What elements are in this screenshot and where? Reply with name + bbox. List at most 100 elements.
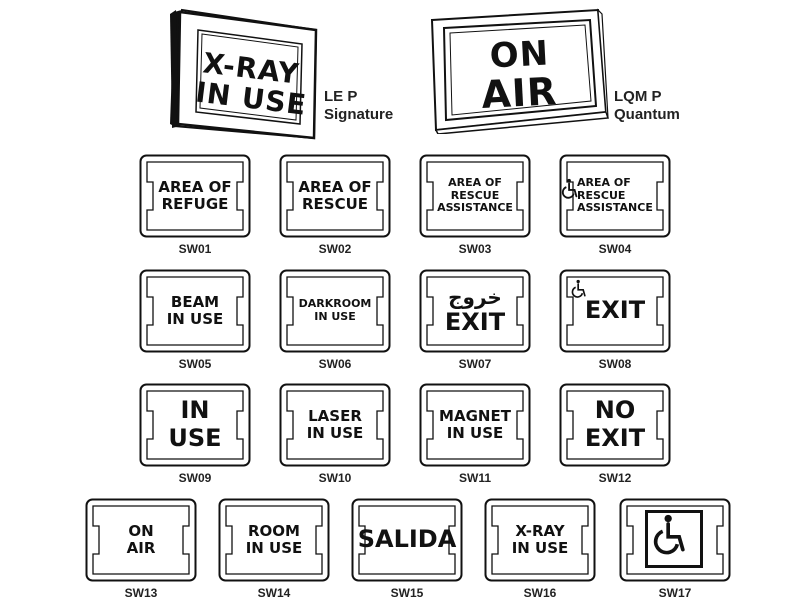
sign-code-label: SW12 bbox=[598, 471, 632, 485]
sign-frame bbox=[139, 269, 251, 353]
sign-text-line: USE bbox=[168, 424, 222, 452]
sign-text-line: IN USE bbox=[245, 539, 303, 557]
product-series: Signature bbox=[324, 106, 394, 123]
sign-frame bbox=[484, 498, 596, 582]
sign-text-line: MAGNET bbox=[439, 406, 511, 425]
sign-frame bbox=[139, 383, 251, 467]
sign-text-line: IN USE bbox=[511, 539, 569, 557]
sign-code-label: SW09 bbox=[178, 471, 212, 485]
sign-frame bbox=[279, 154, 391, 238]
sign-frame bbox=[351, 498, 463, 582]
sign-code-label: SW04 bbox=[598, 242, 632, 256]
sign-text-line: ASSISTANCE bbox=[437, 201, 513, 215]
sign-text-line: ON bbox=[128, 521, 154, 540]
sign-text-line: BEAM bbox=[170, 292, 220, 311]
sign-text-line: AIR bbox=[126, 539, 156, 557]
sign-text-line: IN USE bbox=[314, 310, 356, 323]
sign-frame bbox=[279, 269, 391, 353]
sign-text-line: ASSISTANCE bbox=[577, 201, 653, 215]
product-lqm-p: ON AIR bbox=[428, 8, 610, 135]
sign-text: EXIT bbox=[569, 279, 661, 343]
sign-frame bbox=[419, 383, 531, 467]
product-label-lqm-p: LQM P Quantum bbox=[614, 88, 680, 124]
sign-code-label: SW05 bbox=[178, 357, 212, 371]
sign-frame bbox=[419, 154, 531, 238]
lqm-p-sign-line-1: ON bbox=[489, 33, 550, 76]
sign-frame bbox=[279, 383, 391, 467]
sign-text-line: ROOM bbox=[248, 521, 300, 540]
product-series: Quantum bbox=[614, 106, 680, 123]
sign-text-line: خروج bbox=[448, 284, 502, 309]
sign-code-label: SW02 bbox=[318, 242, 352, 256]
sign-code-label: SW11 bbox=[458, 471, 491, 485]
sign-text-line: REFUGE bbox=[161, 195, 229, 213]
sign-text-line: AREA OF bbox=[158, 177, 232, 196]
sign-text-line: DARKROOM bbox=[298, 297, 372, 311]
lqm-p-sign-line-2: AIR bbox=[480, 69, 558, 117]
sign-code-label: SW03 bbox=[458, 242, 492, 256]
sign-text-line: EXIT bbox=[584, 424, 646, 452]
le-p-housing-illustration: X-RAY IN USE bbox=[170, 8, 318, 140]
sign-text-line: IN USE bbox=[166, 310, 224, 328]
sign-text-line: LASER bbox=[308, 406, 362, 425]
sign-tile-sw08: EXIT bbox=[559, 269, 671, 353]
sign-code-label: SW16 bbox=[523, 586, 557, 600]
wheelchair-icon bbox=[571, 279, 586, 298]
sign-frame bbox=[559, 154, 671, 238]
sign-text-line: AREA OF bbox=[298, 177, 372, 196]
sign-frame bbox=[559, 383, 671, 467]
sign-tile-sw17 bbox=[619, 498, 731, 582]
wheelchair-framed-icon bbox=[645, 510, 703, 568]
sign-frame bbox=[559, 269, 671, 353]
sign-code-label: SW10 bbox=[318, 471, 352, 485]
sign-text-line: NO bbox=[594, 396, 636, 425]
sign-text-line: RESCUE bbox=[450, 188, 500, 202]
sign-code-label: SW14 bbox=[257, 586, 291, 600]
sign-frame bbox=[139, 154, 251, 238]
sign-code-label: SW17 bbox=[658, 586, 692, 600]
sign-frame bbox=[419, 269, 531, 353]
lqm-p-housing-illustration: ON AIR bbox=[430, 8, 610, 135]
sign-tile-sw15: SALIDA bbox=[351, 498, 463, 582]
sign-text-line: EXIT bbox=[584, 296, 646, 325]
sign-text-line: RESCUE bbox=[301, 195, 369, 213]
product-le-p: X-RAY IN USE bbox=[168, 8, 318, 140]
sign-code-label: SW15 bbox=[390, 586, 424, 600]
sign-frame bbox=[85, 498, 197, 582]
sign-text-line: SALIDA bbox=[357, 525, 457, 554]
sign-text-line: EXIT bbox=[444, 307, 506, 336]
wheelchair-icon bbox=[561, 178, 578, 199]
sign-text-line: X-RAY bbox=[515, 521, 565, 540]
sign-text: SALIDA bbox=[358, 508, 457, 572]
sign-text-line: IN USE bbox=[446, 424, 504, 442]
sign-text-line: RESCUE bbox=[577, 188, 626, 202]
sign-text-line: AREA OF bbox=[448, 176, 502, 190]
